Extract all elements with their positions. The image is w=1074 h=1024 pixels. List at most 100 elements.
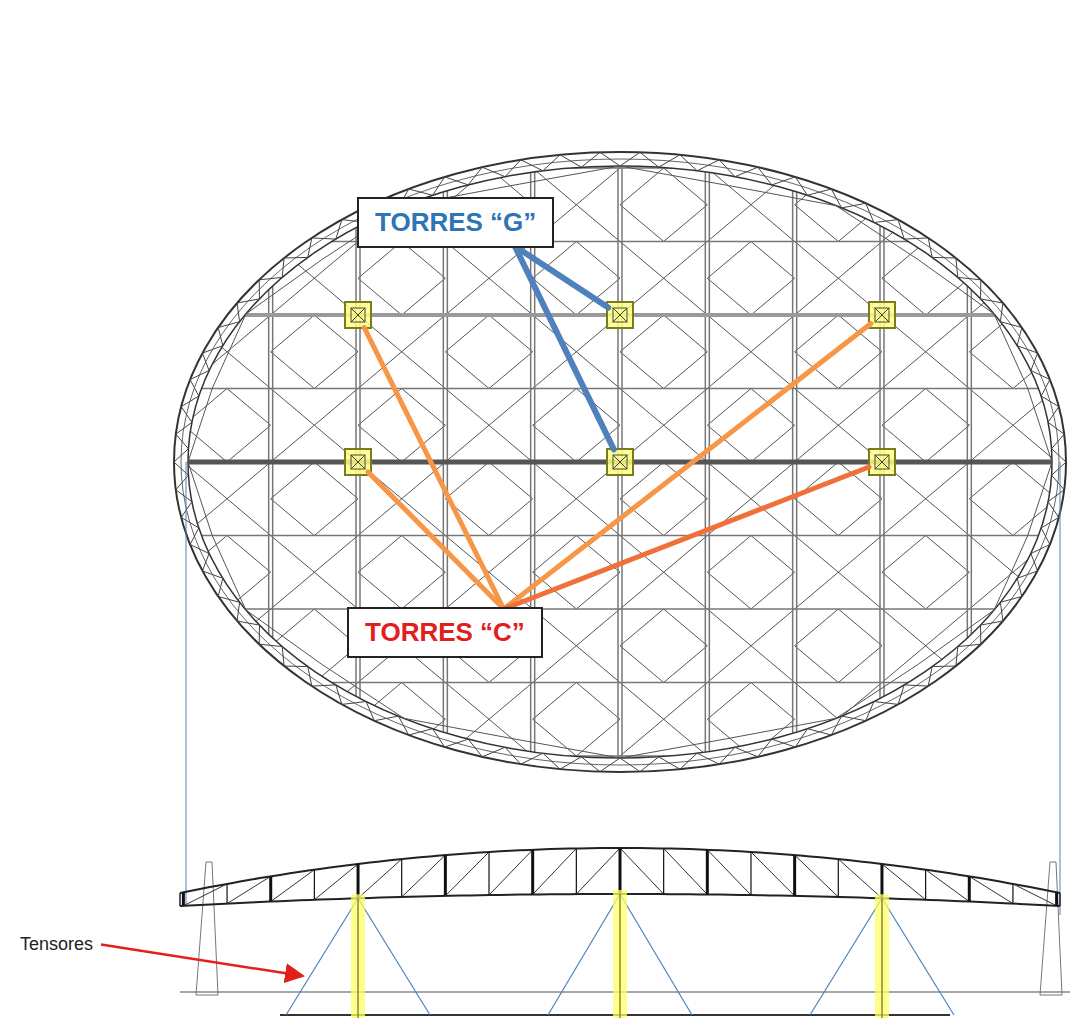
grid-line [1054, 100, 1056, 830]
truss-diagonal [358, 859, 402, 898]
bracing-line [183, 756, 270, 830]
tower-column [875, 894, 889, 1018]
bracing-line [271, 683, 358, 757]
bracing-line [707, 609, 794, 683]
bracing-line [969, 242, 1056, 316]
truss-post [269, 876, 272, 901]
grid-line [967, 100, 969, 830]
truss-post [925, 870, 926, 900]
tower-mark [613, 455, 627, 469]
tower-mark [875, 455, 889, 469]
truss-post [576, 848, 577, 894]
tower-column [357, 898, 359, 1018]
truss-post [793, 855, 796, 896]
bracing-line [1057, 756, 1074, 830]
bracing-diamond [882, 95, 969, 169]
truss-diagonal [227, 876, 271, 903]
truss-diagonal [576, 848, 620, 894]
bracing-line [707, 315, 794, 389]
bracing-diamond [183, 536, 270, 610]
tower-mark [351, 455, 365, 469]
leader-lines [101, 246, 871, 976]
bracing-line [795, 536, 882, 610]
bracing-diamond [183, 389, 270, 463]
tower-mark [875, 455, 889, 469]
grid-line [272, 100, 274, 830]
bracing-diamond [96, 315, 183, 389]
tower-mark [351, 455, 365, 469]
tensor-line [286, 898, 358, 1015]
leader-line [364, 328, 503, 609]
bracing-line [1057, 168, 1074, 242]
grid-line [709, 100, 711, 830]
truss-post [750, 852, 751, 895]
truss-diagonal [795, 855, 839, 897]
bracing-line [533, 609, 620, 683]
bracing-line [707, 168, 794, 242]
bracing-line [445, 95, 532, 169]
bracing-diamond [96, 756, 183, 830]
bracing-line [183, 756, 270, 830]
truss-chord [1059, 893, 1061, 906]
bracing-line [882, 168, 969, 242]
truss-post [357, 864, 360, 898]
bracing-diamond [707, 683, 794, 757]
truss-chord [179, 893, 181, 906]
roof-grid [96, 95, 1074, 831]
tensor-line [358, 898, 430, 1015]
bracing-line [271, 95, 358, 169]
truss-post [619, 848, 622, 894]
truss-chord [180, 848, 1060, 893]
bracing-line [795, 95, 882, 169]
bracing-line [445, 683, 532, 757]
bracing-diamond [795, 609, 882, 683]
bracing-diamond [445, 756, 532, 830]
tower-mark [351, 455, 365, 469]
bracing-line [183, 168, 270, 242]
bracing-line [96, 95, 183, 169]
truss-diagonal [533, 848, 577, 894]
tower-mark [351, 308, 365, 322]
ring-middle [181, 159, 1059, 765]
ring-inner [188, 166, 1052, 758]
ring-wave [188, 166, 1052, 758]
bracing-line [969, 242, 1056, 316]
bracing-line [96, 242, 183, 316]
truss-diagonal [751, 852, 795, 896]
truss-diagonal [707, 850, 751, 895]
bracing-line [183, 315, 270, 389]
bracing-line [1057, 609, 1074, 683]
bracing-line [96, 683, 183, 757]
truss-diagonal [838, 859, 882, 898]
truss-post [880, 864, 883, 898]
bracing-diamond [445, 315, 532, 389]
bracing-line [969, 389, 1056, 463]
callout-text: TORRES “G” [375, 207, 536, 238]
bracing-diamond [358, 95, 445, 169]
bracing-diamond [969, 756, 1056, 830]
bracing-diamond [96, 462, 183, 536]
bracing-line [882, 756, 969, 830]
truss-diagonal [271, 870, 315, 902]
ring-zigzag [174, 152, 1066, 771]
grid-line [796, 100, 798, 830]
grid-line [268, 100, 270, 830]
bracing-line [533, 609, 620, 683]
tower-mark [613, 308, 627, 322]
projection-line [1060, 462, 1061, 915]
bracing-line [358, 756, 445, 830]
bracing-diamond [969, 168, 1056, 242]
bracing-line [795, 536, 882, 610]
bracing-diamond [183, 683, 270, 757]
truss-post [968, 876, 971, 901]
part-label: Tensores [18, 934, 95, 955]
grid-line [971, 100, 973, 830]
pointer-arrow [101, 945, 303, 977]
bracing-line [96, 389, 183, 463]
bracing-line [183, 168, 270, 242]
grid-line [705, 100, 707, 830]
leader-line [504, 324, 871, 609]
bracing-diamond [96, 609, 183, 683]
